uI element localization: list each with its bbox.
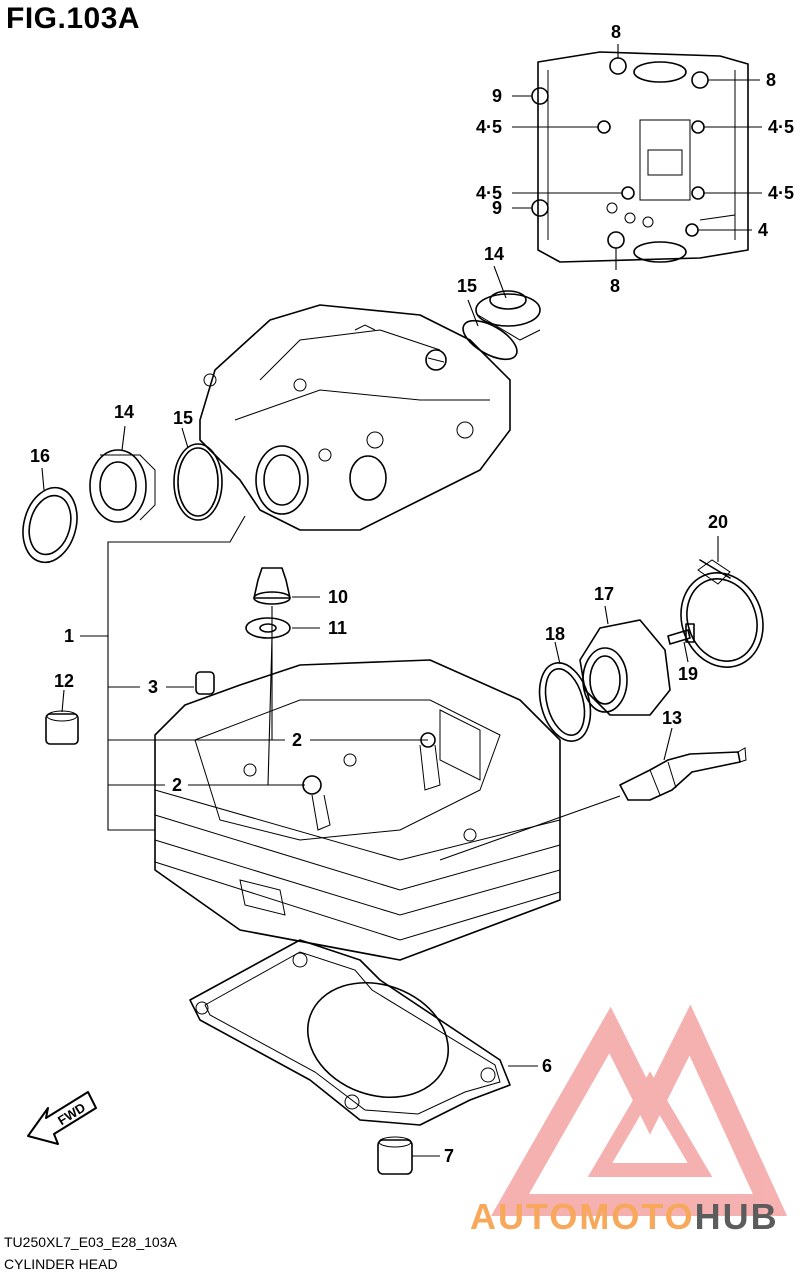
callout-6: 6 [542,1056,552,1076]
callout-19: 19 [678,664,698,684]
figure-code: TU250XL7_E03_E28_103A [4,1234,177,1250]
clamp-screw [667,623,695,645]
fwd-arrow-icon: FWD [27,1091,97,1145]
washer [245,617,291,639]
callout-3: 3 [148,677,158,697]
figure-title: FIG.103A [6,2,141,35]
spark-plug [619,747,747,801]
cylinder-block [154,659,561,961]
callout-9: 9 [492,86,502,106]
callout-15: 15 [173,408,193,428]
watermark-text: AUTOMOTOHUB [470,1196,779,1238]
callout-10: 10 [328,587,348,607]
callout-14: 14 [114,402,134,422]
cap-nut [253,567,291,605]
oil-seal [22,486,78,564]
callout-4-5: 4·5 [476,183,502,203]
hose-clamp [680,559,764,668]
cylinder-gasket [189,939,511,1126]
o-ring-upper [462,319,518,361]
callout-16: 16 [30,446,50,466]
callout-1: 1 [64,626,74,646]
callout-17: 17 [594,584,614,604]
callout-7: 7 [444,1146,454,1166]
callout-13: 13 [662,708,682,728]
callout-4: 4 [758,220,768,240]
intake-pipe [579,619,671,716]
callout-8: 8 [610,276,620,296]
callout-20: 20 [708,512,728,532]
dowel-pin-3 [195,671,215,695]
inspection-cap-lower [89,449,156,523]
callout-9: 9 [492,198,502,218]
dowel-pin-7 [377,1136,413,1175]
cylinder-head-body [199,304,511,531]
callout-15: 15 [457,276,477,296]
callout-4-5: 4·5 [476,117,502,137]
watermark-logo [491,1004,788,1216]
callout-11: 11 [328,618,347,638]
callout-8: 8 [766,70,776,90]
callout-4-5: 4·5 [768,183,794,203]
o-ring-lower [173,443,223,521]
leader-lines [41,44,762,1157]
callout-labels: 8 8 9 4·5 4·5 4·5 4·5 9 4 8 14 15 14 15 … [30,22,794,1166]
callout-2: 2 [292,730,302,750]
watermark-text-a: AUTOMOTO [470,1196,695,1237]
callout-12: 12 [54,671,74,691]
callout-8: 8 [611,22,621,42]
figure-caption: CYLINDER HEAD [4,1256,118,1272]
callout-14: 14 [484,244,504,264]
callout-18: 18 [545,624,565,644]
callout-4-5: 4·5 [768,117,794,137]
inspection-cap-upper [475,290,541,341]
intake-gasket [538,662,592,742]
dowel-pin-12 [45,710,79,745]
callout-2: 2 [172,775,182,795]
watermark-text-b: HUB [694,1196,779,1237]
